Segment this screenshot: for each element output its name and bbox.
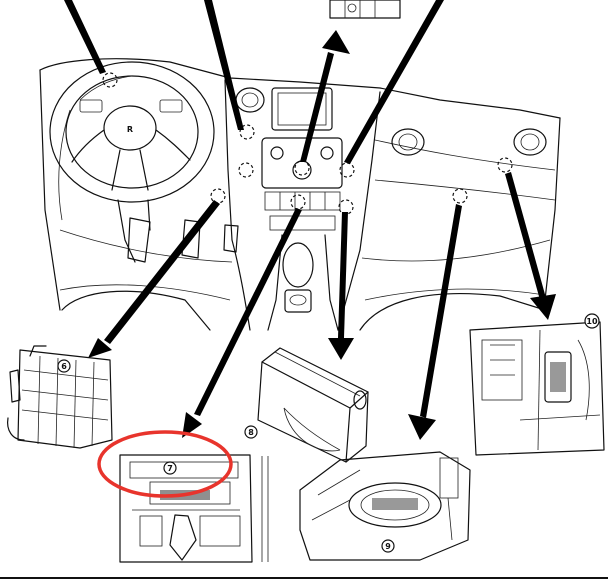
callout-9-text: 9 bbox=[385, 542, 391, 551]
callout-8: 8 bbox=[244, 425, 258, 439]
callout-7: 7 bbox=[163, 461, 177, 475]
detail-10-part bbox=[469, 321, 605, 456]
callout-8-text: 8 bbox=[248, 428, 254, 437]
steering-badge-text: R bbox=[127, 125, 133, 134]
callout-7-text: 7 bbox=[167, 464, 173, 473]
detail-8-part bbox=[257, 347, 369, 463]
callout-6: 6 bbox=[57, 359, 71, 373]
seats bbox=[61, 290, 546, 331]
air-vents bbox=[235, 87, 547, 156]
detail-9-part bbox=[299, 451, 471, 561]
callout-9: 9 bbox=[381, 539, 395, 553]
top-detail-view bbox=[329, 0, 401, 19]
highlight-circle bbox=[97, 430, 233, 498]
pointer-arrows bbox=[64, 0, 556, 440]
detail-7-part bbox=[119, 454, 269, 563]
steering-wheel: R bbox=[49, 61, 215, 263]
detail-6-part bbox=[7, 345, 113, 449]
locator-markers bbox=[102, 72, 513, 215]
bottom-border-line bbox=[0, 577, 608, 579]
center-console bbox=[261, 87, 343, 331]
callout-10-text: 10 bbox=[586, 317, 598, 326]
dashboard-outline bbox=[39, 58, 561, 331]
callout-10: 10 bbox=[584, 313, 600, 329]
callout-6-text: 6 bbox=[61, 362, 67, 371]
